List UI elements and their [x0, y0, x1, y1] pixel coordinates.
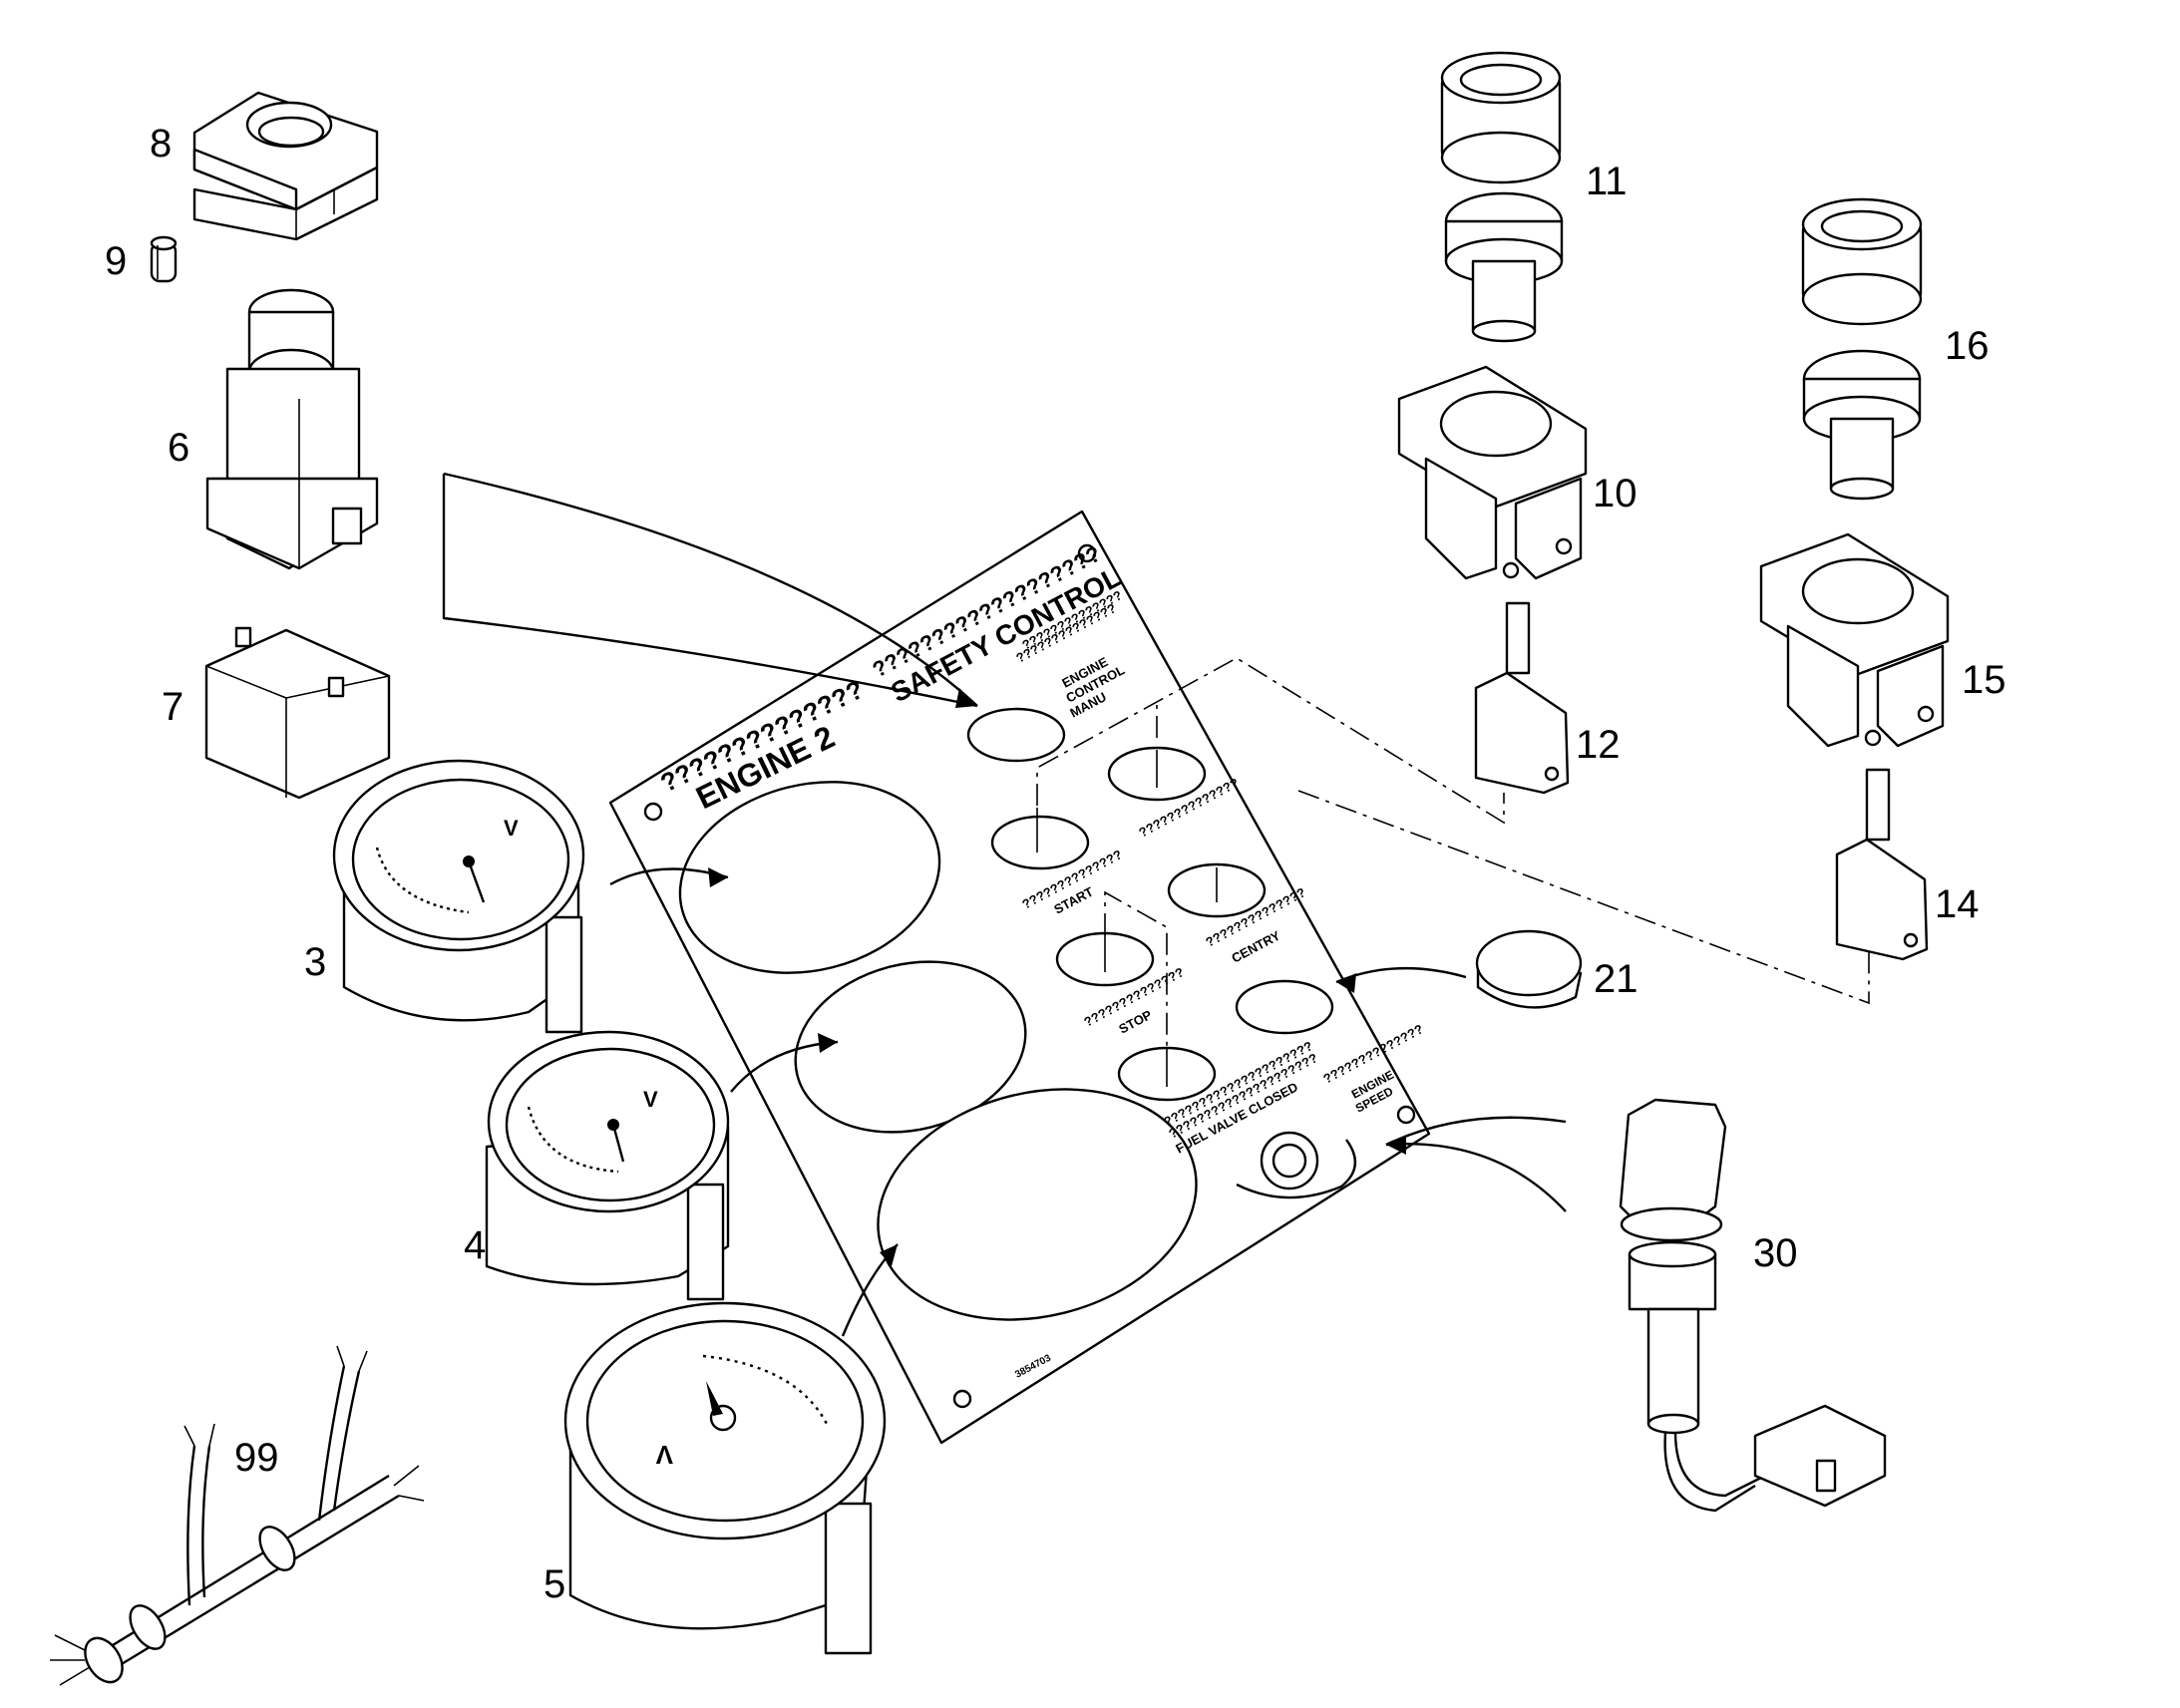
callout-21: 21 — [1594, 957, 1638, 1001]
item-21-plug — [1475, 929, 1583, 1009]
item-12-lever — [1474, 601, 1570, 795]
callout-16: 16 — [1945, 324, 1990, 368]
panel-gauge-cutout-3 — [877, 1088, 1198, 1321]
callout-30: 30 — [1753, 1231, 1798, 1275]
item-11-cap — [1440, 51, 1562, 184]
item-10-holder — [1397, 365, 1588, 580]
assembly-arrows — [442, 472, 1567, 1337]
gauge-5-symbol: V — [655, 1440, 673, 1470]
callout-4: 4 — [464, 1223, 486, 1267]
item-30-selector — [1619, 1098, 1887, 1513]
item-16-button — [1802, 349, 1922, 501]
callout-6: 6 — [168, 426, 189, 470]
callout-12: 12 — [1576, 723, 1621, 767]
callout-5: 5 — [544, 1562, 565, 1606]
control-panel-plate: ?????????????? ENGINE 2 ????????????????… — [608, 510, 1431, 1445]
item-14-lever — [1835, 768, 1929, 961]
item-6-switch — [205, 288, 379, 570]
callout-14: 14 — [1935, 882, 1980, 926]
panel-gauge-cutout-2 — [794, 960, 1027, 1134]
gauge-4: V — [485, 1030, 730, 1301]
gauge-4-symbol: V — [643, 1087, 658, 1112]
item-99-cable — [50, 1345, 425, 1686]
callout-9: 9 — [105, 239, 127, 283]
gauge-3-symbol: V — [504, 816, 519, 841]
callout-7: 7 — [162, 685, 183, 729]
callout-11: 11 — [1586, 160, 1628, 203]
gauge-5: V — [563, 1301, 887, 1655]
item-9-plug — [150, 235, 178, 283]
item-16-cap — [1801, 197, 1923, 326]
item-11-button — [1444, 191, 1564, 343]
item-15-holder — [1759, 532, 1950, 748]
dash-dot-leaders — [1036, 657, 1870, 1052]
callout-3: 3 — [304, 940, 326, 984]
callout-numbers: 8 9 6 7 3 4 5 99 11 10 12 16 15 14 21 30 — [105, 122, 2006, 1606]
gauge-3: V — [332, 759, 585, 1034]
callout-8: 8 — [150, 122, 172, 166]
callout-99: 99 — [234, 1436, 279, 1480]
callout-15: 15 — [1962, 658, 2006, 702]
callout-10: 10 — [1593, 472, 1637, 515]
item-7-block — [204, 626, 391, 800]
item-8-clamp — [192, 91, 379, 241]
panel-gauge-cutout-1 — [678, 781, 941, 974]
